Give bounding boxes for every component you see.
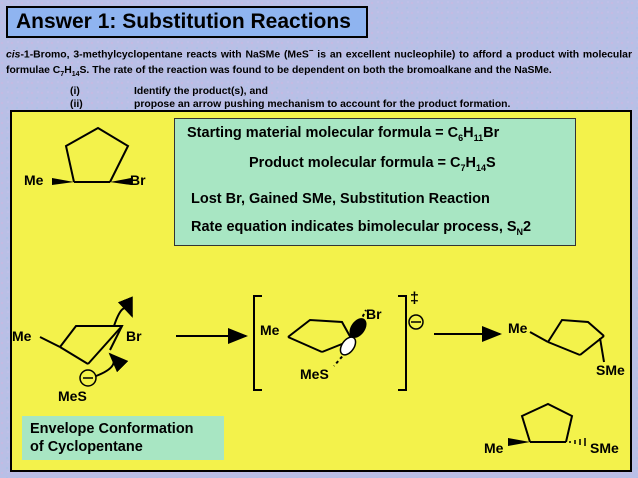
problem-statement: cis-1-Bromo, 3-methylcyclopentane reacts…: [6, 43, 632, 84]
label-me-sm: Me: [24, 172, 44, 188]
starting-formula-line: Starting material molecular formula = C6…: [187, 125, 499, 143]
intro-text-b: is an excellent nucleophile) to afford a…: [6, 49, 632, 77]
intro-sub-h: 14: [71, 71, 80, 79]
envelope-conformer-reactant: [39, 325, 124, 365]
label-br-ts: Br: [366, 306, 382, 322]
rate-text: Rate equation indicates bimolecular proc…: [191, 219, 517, 235]
wedge-bond-me: [52, 178, 74, 185]
product-sub-h: 14: [476, 162, 487, 173]
question-2-text: propose an arrow pushing mechanism to ac…: [134, 99, 511, 110]
envelope-conformer-product: [529, 318, 605, 363]
starting-material-structure: [64, 126, 130, 183]
label-mes-ts: MeS: [300, 366, 329, 382]
question-1-text: Identify the product(s), and: [134, 86, 268, 97]
intro-sub-c: 7: [60, 71, 65, 79]
starting-h: H: [463, 125, 474, 141]
intro-cis: cis: [6, 49, 21, 61]
envelope-caption: Envelope Conformation of Cyclopentane: [22, 416, 224, 460]
negative-charge-circle-ts: [408, 314, 424, 330]
envelope-caption-line-1: Envelope Conformation: [30, 421, 194, 437]
question-2-number: (ii): [70, 99, 83, 110]
label-me-product-flat: Me: [484, 440, 504, 456]
rate-sub-n: N: [516, 226, 524, 237]
intro-minus: −: [308, 46, 314, 55]
wedge-bond-br: [110, 178, 131, 185]
question-1-number: (i): [70, 86, 80, 97]
starting-sub-h: 11: [473, 132, 484, 143]
intro-text-a: -1-Bromo, 3-methylcyclopentane reacts wi…: [20, 49, 309, 61]
label-sme-product-flat: SMe: [590, 440, 619, 456]
p-orbital-lower-lobe: [339, 336, 357, 356]
envelope-caption-line-2: of Cyclopentane: [30, 439, 143, 455]
product-sub-c: 7: [460, 162, 466, 173]
negative-charge-circle-1: [79, 369, 97, 387]
intro-h: H: [64, 65, 72, 77]
curved-arrow-bond-break: [113, 296, 133, 327]
label-mes-nucleophile: MeS: [58, 388, 87, 404]
p-orbital-upper-lobe: [349, 318, 367, 338]
label-br-env: Br: [126, 328, 142, 344]
bracket-left: [253, 295, 262, 391]
reaction-type-line: Lost Br, Gained SMe, Substitution Reacti…: [191, 191, 490, 207]
wedge-bond-product-me: [508, 438, 530, 446]
label-me-ts: Me: [260, 322, 280, 338]
product-end: S: [486, 155, 496, 171]
transition-state-symbol: ‡: [410, 290, 419, 307]
label-me-env: Me: [12, 328, 32, 344]
hashed-bond-product-sme: [569, 438, 586, 446]
product-h: H: [465, 155, 477, 171]
product-formula-line: Product molecular formula = C7H14S: [249, 155, 496, 173]
slide-title: Answer 1: Substitution Reactions: [6, 6, 368, 38]
bracket-right: [398, 295, 407, 391]
rate-equation-line: Rate equation indicates bimolecular proc…: [191, 219, 531, 237]
curved-arrow-nucleophile: [95, 352, 129, 377]
product-formula-text: Product molecular formula = C: [249, 155, 461, 171]
starting-sub-c: 6: [458, 132, 464, 143]
label-br-sm: Br: [130, 172, 146, 188]
analysis-box: Starting material molecular formula = C6…: [174, 118, 576, 246]
label-sme-product: SMe: [596, 362, 625, 378]
rate-end: 2: [523, 219, 532, 235]
label-me-product: Me: [508, 320, 528, 336]
starting-end: Br: [483, 125, 500, 141]
starting-formula-text: Starting material molecular formula = C: [187, 125, 459, 141]
product-flat-structure: [520, 402, 574, 443]
intro-text-c: S. The rate of the reaction was found to…: [79, 65, 552, 77]
